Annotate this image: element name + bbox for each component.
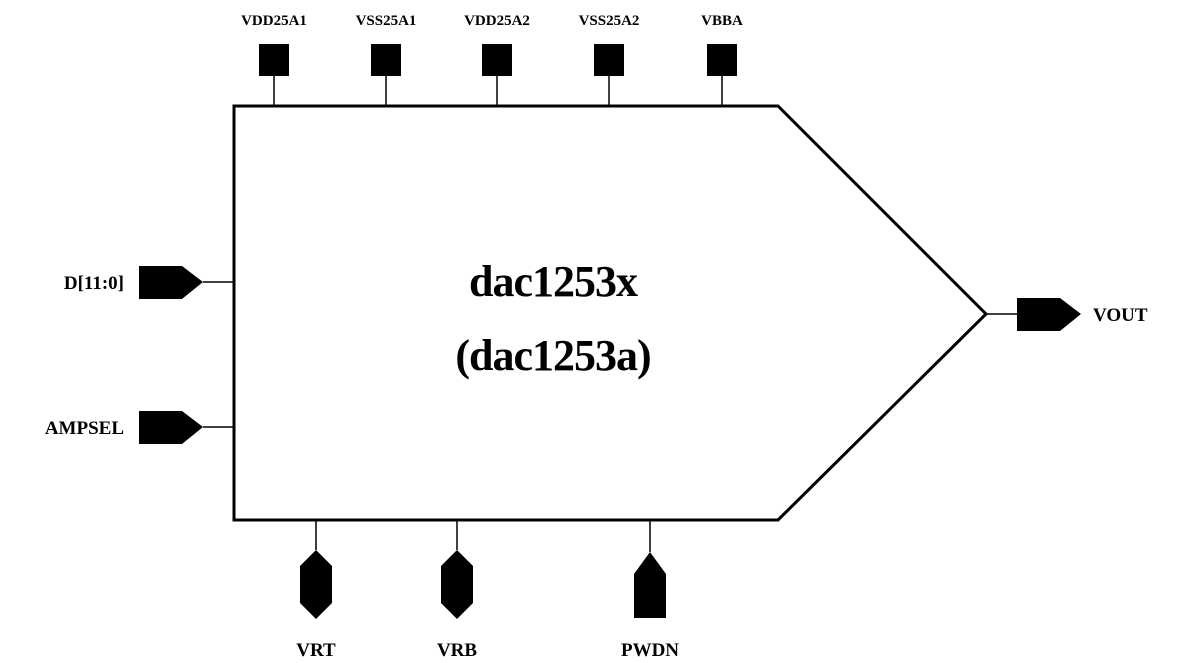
top-pin-vdd25a1: VDD25A1 <box>241 13 307 106</box>
top-pin-vbba: VBBA <box>701 13 743 106</box>
power-pin-icon <box>259 44 289 76</box>
top-pin-vss25a2: VSS25A2 <box>579 13 640 106</box>
left-pin-d: D[11:0] <box>64 266 234 299</box>
input-arrow-icon <box>139 266 203 299</box>
right-pin-vout: VOUT <box>986 298 1148 331</box>
pin-label: D[11:0] <box>64 273 124 294</box>
bidir-pin-icon <box>441 550 473 619</box>
output-arrow-icon <box>1017 298 1081 331</box>
bottom-pin-vrt: VRT <box>296 520 336 661</box>
input-arrow-up-icon <box>634 552 666 618</box>
pin-label: VDD25A1 <box>241 13 307 29</box>
top-pin-vss25a1: VSS25A1 <box>356 13 417 106</box>
pin-label: VDD25A2 <box>464 13 530 29</box>
power-pin-icon <box>594 44 624 76</box>
bottom-pin-pwdn: PWDN <box>621 520 679 661</box>
block-name: dac1253x <box>469 257 638 306</box>
top-pin-vdd25a2: VDD25A2 <box>464 13 530 106</box>
left-pin-ampsel: AMPSEL <box>45 411 234 444</box>
pin-label: VOUT <box>1093 305 1148 326</box>
pin-label: VRT <box>296 640 336 661</box>
pin-label: AMPSEL <box>45 418 124 439</box>
input-arrow-icon <box>139 411 203 444</box>
pin-label: VSS25A1 <box>356 13 417 29</box>
power-pin-icon <box>371 44 401 76</box>
bottom-pin-vrb: VRB <box>437 520 477 661</box>
pin-label: VRB <box>437 640 477 661</box>
block-variant: (dac1253a) <box>455 331 650 380</box>
pin-label: VSS25A2 <box>579 13 640 29</box>
power-pin-icon <box>482 44 512 76</box>
bidir-pin-icon <box>300 550 332 619</box>
dac-block-outline <box>232 104 989 522</box>
power-pin-icon <box>707 44 737 76</box>
pin-label: PWDN <box>621 640 679 661</box>
pin-label: VBBA <box>701 13 743 29</box>
